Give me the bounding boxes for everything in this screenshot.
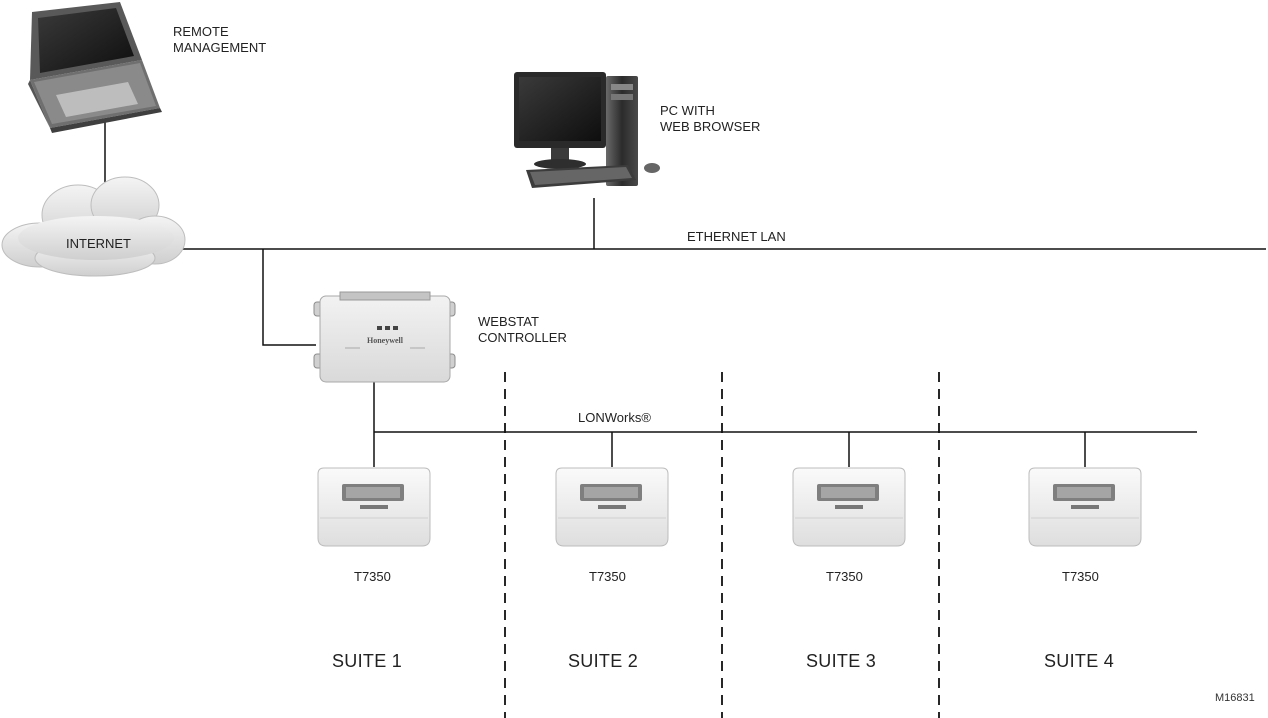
controller-link-line	[262, 249, 316, 346]
remote-management-label: REMOTE MANAGEMENT	[173, 24, 267, 55]
suite-label: SUITE 2	[568, 651, 639, 671]
thermostat-icon	[317, 467, 431, 547]
controller-icon: Honeywell	[313, 291, 456, 383]
suite-dividers	[504, 372, 940, 718]
wiring	[104, 122, 1266, 467]
laptop-icon	[28, 2, 162, 133]
pc-with-web-browser-label: PC WITH WEB BROWSER	[660, 103, 761, 134]
ethernet-lan-label: ETHERNET LAN	[687, 229, 786, 244]
lonworks-label: LONWorks®	[578, 410, 651, 425]
thermostat-model-label: T7350	[1062, 569, 1099, 584]
thermostat-model-label: T7350	[354, 569, 391, 584]
internet-label: INTERNET	[66, 236, 131, 251]
thermostat-icon	[792, 467, 906, 547]
thermostat-model-label: T7350	[589, 569, 626, 584]
webstat-controller-label: WEBSTAT CONTROLLER	[478, 314, 567, 345]
suite-label: SUITE 1	[332, 651, 403, 671]
thermostat-model-label: T7350	[826, 569, 863, 584]
desktop-pc-icon	[514, 72, 660, 188]
suite-label: SUITE 4	[1044, 651, 1115, 671]
figure-code: M16831	[1215, 692, 1255, 704]
controller-brand-text: Honeywell	[367, 336, 404, 345]
thermostat-icon	[555, 467, 669, 547]
suite-label: SUITE 3	[806, 651, 877, 671]
thermostat-icon	[1028, 467, 1142, 547]
